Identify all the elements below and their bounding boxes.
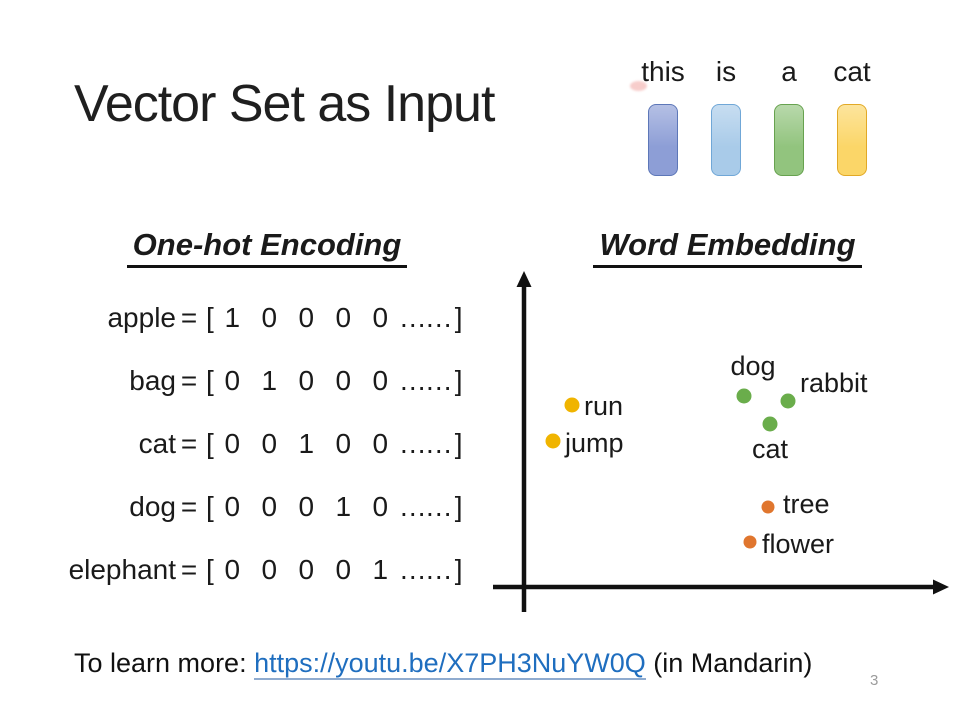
equals-sign: =: [180, 364, 198, 396]
one-hot-section: One-hot Encoding: [22, 227, 512, 268]
token-word: a: [781, 56, 797, 87]
point-label-flower: flower: [762, 529, 834, 559]
vector-value: 0: [298, 364, 315, 396]
vector-value: 0: [261, 427, 278, 459]
point-label-jump: jump: [564, 428, 624, 458]
vector-value: 0: [335, 553, 352, 585]
footer-prefix: To learn more:: [74, 648, 255, 678]
equals-sign: =: [180, 553, 198, 585]
equals-sign: =: [180, 490, 198, 522]
embedding-heading: Word Embedding: [593, 227, 862, 268]
vector-value: 1: [372, 553, 389, 585]
vector-value: 0: [335, 364, 352, 396]
footer: To learn more: https://youtu.be/X7PH3NuY…: [74, 648, 813, 680]
scatter-points: run jump dog rabbit cat tree flower: [545, 351, 868, 559]
ellipsis: ……: [398, 553, 453, 585]
token-column: a: [774, 56, 804, 176]
vector-value: 0: [372, 427, 389, 459]
token-column: this: [641, 56, 685, 176]
close-bracket: ]: [454, 301, 463, 333]
vector-value: 0: [298, 553, 315, 585]
point-cat: [762, 416, 778, 432]
vector-value: 0: [224, 427, 241, 459]
vector-value: 0: [298, 301, 315, 333]
open-bracket: [: [206, 364, 214, 396]
point-label-cat: cat: [752, 434, 789, 464]
vector-value: 1: [224, 301, 241, 333]
point-run: [564, 397, 580, 413]
equals-sign: =: [180, 301, 198, 333]
embedding-plot: run jump dog rabbit cat tree flower: [493, 271, 949, 612]
open-bracket: [: [206, 490, 214, 522]
token-vector-bar: [648, 104, 678, 176]
vector-value: 1: [261, 364, 278, 396]
one-hot-heading: One-hot Encoding: [126, 227, 408, 268]
point-label-dog: dog: [730, 351, 775, 381]
point-label-rabbit: rabbit: [800, 368, 868, 398]
one-hot-word: elephant: [68, 553, 176, 585]
page-number: 3: [870, 672, 879, 689]
equals-sign: =: [180, 427, 198, 459]
one-hot-word: bag: [129, 364, 176, 396]
close-bracket: ]: [454, 490, 463, 522]
point-jump: [545, 433, 561, 449]
vector-value: 0: [372, 490, 389, 522]
token-word: is: [715, 56, 737, 87]
point-rabbit: [780, 393, 796, 409]
one-hot-word: cat: [138, 427, 176, 459]
close-bracket: ]: [454, 364, 463, 396]
token-word: this: [641, 56, 685, 87]
open-bracket: [: [206, 427, 214, 459]
vector-value: 0: [224, 364, 241, 396]
slide-title: Vector Set as Input: [74, 75, 495, 133]
youtube-link[interactable]: https://youtu.be/X7PH3NuYW0Q: [254, 648, 646, 680]
vector-value: 0: [372, 301, 389, 333]
token-column: cat: [833, 56, 871, 176]
token-vector-bar: [837, 104, 867, 176]
point-label-tree: tree: [783, 489, 830, 519]
close-bracket: ]: [454, 427, 463, 459]
vector-value: 0: [261, 553, 278, 585]
one-hot-word: apple: [107, 301, 176, 333]
open-bracket: [: [206, 553, 214, 585]
token-vector-bar: [711, 104, 741, 176]
open-bracket: [: [206, 301, 214, 333]
token-word: cat: [833, 56, 871, 87]
x-axis-arrowhead: [933, 579, 949, 595]
ellipsis: ……: [398, 364, 453, 396]
ellipsis: ……: [398, 427, 453, 459]
token-vector-bar: [774, 104, 804, 176]
footer-suffix: (in Mandarin): [645, 648, 813, 678]
point-tree: [761, 500, 775, 514]
vector-value: 0: [335, 301, 352, 333]
embedding-section: Word Embedding: [495, 227, 960, 268]
vector-value: 0: [261, 301, 278, 333]
close-bracket: ]: [454, 553, 463, 585]
point-dog: [736, 388, 752, 404]
vector-value: 0: [261, 490, 278, 522]
ellipsis: ……: [398, 301, 453, 333]
token-column: is: [711, 56, 741, 176]
one-hot-word: dog: [129, 490, 176, 522]
vector-value: 0: [298, 490, 315, 522]
vector-value: 0: [224, 490, 241, 522]
vector-value: 0: [224, 553, 241, 585]
vector-value: 1: [335, 490, 352, 522]
point-flower: [743, 535, 757, 549]
vector-value: 1: [298, 427, 315, 459]
vector-value: 0: [372, 364, 389, 396]
vector-value: 0: [335, 427, 352, 459]
ellipsis: ……: [398, 490, 453, 522]
stray-mark: [630, 81, 647, 91]
y-axis-arrowhead: [516, 271, 532, 287]
point-label-run: run: [584, 391, 623, 421]
